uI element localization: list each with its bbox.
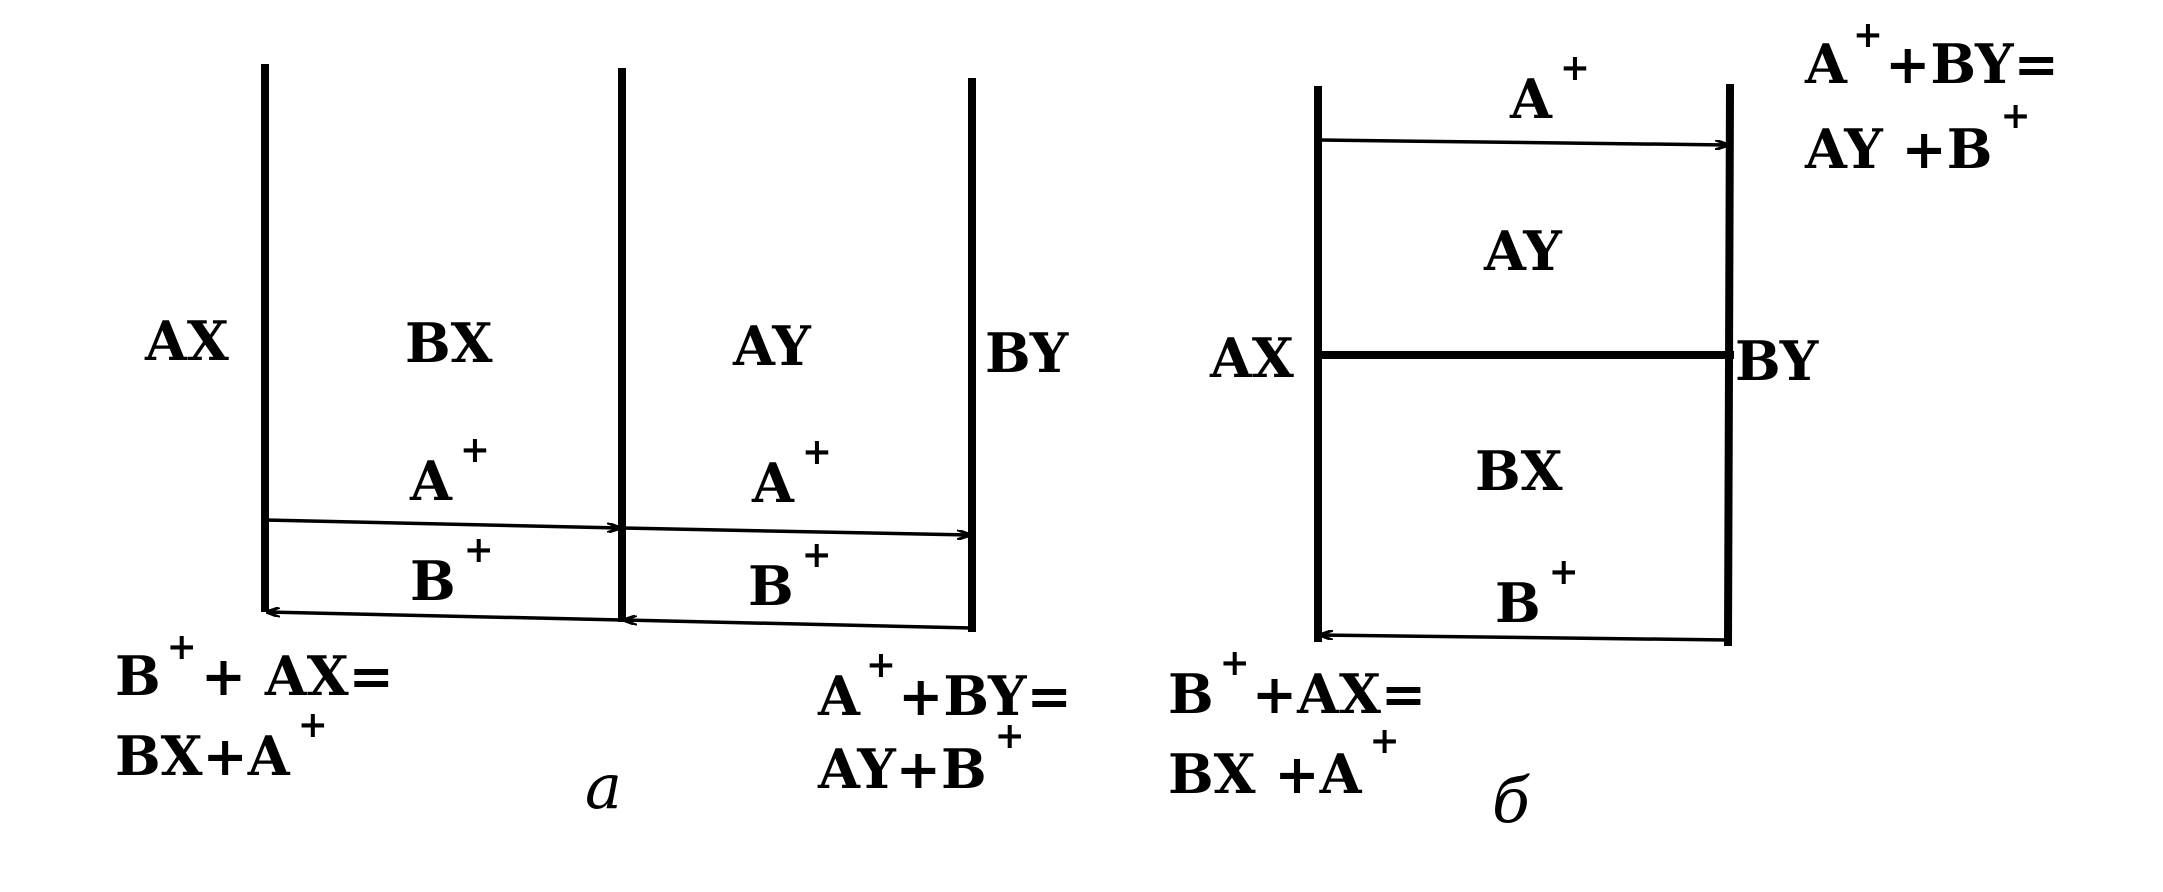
panel-b-equation-bottom-line2: BX +A+ xyxy=(1168,720,1400,806)
panel-a-equation-right-line1: A++BY= xyxy=(817,644,1072,728)
panel-a-cation-a-1: A+ xyxy=(409,429,490,513)
panel-a-label-ax: AX xyxy=(144,309,229,373)
panel-a-arrow-forward-1 xyxy=(264,518,620,528)
panel-b-arrow-bottom xyxy=(1320,635,1729,642)
panel-b-equation-top-line1: A++BY= xyxy=(1804,14,2059,96)
panel-a-equation-left-line1: B++ AX= xyxy=(115,626,394,708)
panel-b-label-ay: AY xyxy=(1483,219,1563,283)
panel-b-cation-a-top: A+ xyxy=(1509,47,1590,131)
panel-b-label-bx: BX xyxy=(1475,439,1563,503)
panel-a-arrow-backward-1 xyxy=(267,612,623,622)
panel-a-label-by: BY xyxy=(985,321,1070,385)
panel-b-equation-top-line2: AY +B+ xyxy=(1804,95,2031,181)
panel-b-label-ax: AX xyxy=(1209,326,1294,390)
panel-a: AX BX AY BY A+ A+ B+ B+ B++ AX= BX+A+ A+… xyxy=(115,64,1072,823)
panel-b: A+ AY AX BY BX B+ A++BY= AY +B+ B++AX= B… xyxy=(1168,14,2059,837)
panel-b-caption: б xyxy=(1492,764,1531,837)
panel-a-label-bx: BX xyxy=(405,311,493,375)
panel-a-caption: a xyxy=(585,750,622,823)
panel-b-label-by: BY xyxy=(1735,329,1820,393)
panel-b-cation-b-bottom: B+ xyxy=(1495,551,1579,635)
panel-a-arrow-backward-2 xyxy=(624,620,973,630)
panel-b-equation-bottom-line1: B++AX= xyxy=(1168,642,1426,726)
panel-b-arrow-top xyxy=(1319,138,1728,145)
panel-a-equation-left-line2: BX+A+ xyxy=(115,704,328,788)
panel-a-label-ay: AY xyxy=(732,314,812,378)
panel-a-cation-b-1: B+ xyxy=(410,529,494,613)
panel-b-wall-right xyxy=(1723,83,1735,647)
panel-a-equation-right-line2: AY+B+ xyxy=(817,715,1025,801)
panel-a-arrow-forward-2 xyxy=(621,526,970,535)
panel-a-cation-a-2: A+ xyxy=(751,431,832,515)
panel-a-cation-b-2: B+ xyxy=(748,534,832,618)
